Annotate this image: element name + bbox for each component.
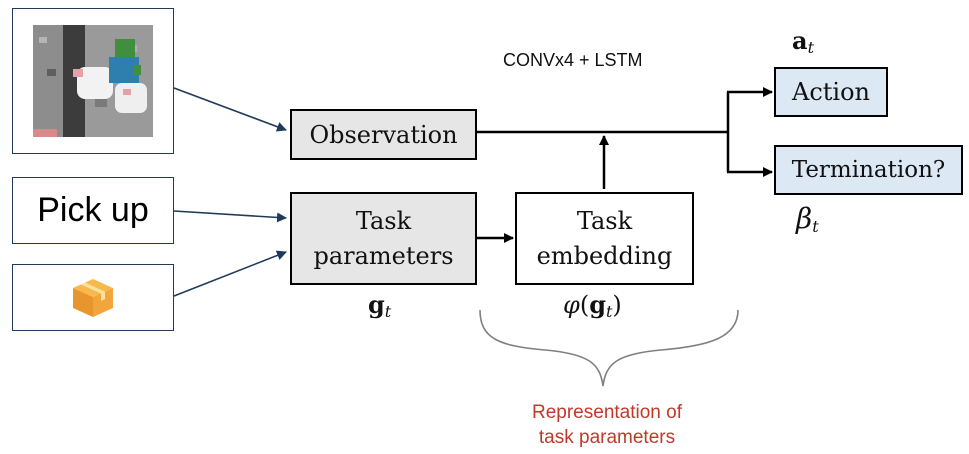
minecraft-scene-image <box>33 25 153 137</box>
action-node: Action <box>774 67 888 117</box>
embedding-func: φ <box>563 291 580 319</box>
termination-symbol-letter: β <box>796 202 813 235</box>
action-symbol-subscript: t <box>807 38 814 57</box>
termination-node: Termination? <box>774 145 963 195</box>
task-embedding-node: Task embedding <box>515 192 694 285</box>
embedding-symbol: φ(gt) <box>563 290 622 321</box>
network-label: CONVx4 + LSTM <box>503 50 643 70</box>
task-parameters-node: Task parameters <box>290 192 477 285</box>
text-input-label: Pick up <box>37 191 149 229</box>
embedding-open-paren: ( <box>579 291 590 319</box>
embedding-close-paren: ) <box>612 291 622 319</box>
task-embedding-label-line2: embedding <box>536 241 673 270</box>
box-icon <box>73 278 113 317</box>
curly-brace <box>479 309 739 387</box>
action-label: Action <box>792 78 870 106</box>
task-parameters-label-line2: parameters <box>313 241 454 270</box>
embedding-arg: g <box>589 290 606 319</box>
task-parameters-label-line1: Task <box>355 206 412 235</box>
observation-label: Observation <box>309 120 458 149</box>
text-input-box: Pick up <box>12 177 174 244</box>
termination-label: Termination? <box>791 157 946 183</box>
action-symbol-letter: a <box>792 26 808 55</box>
embedding-subscript: t <box>605 302 613 321</box>
termination-symbol-subscript: t <box>812 217 819 236</box>
action-symbol: at <box>792 26 814 57</box>
task-embedding-label-line1: Task <box>576 206 633 235</box>
params-symbol-letter: g <box>368 290 385 319</box>
observation-node: Observation <box>290 109 477 160</box>
params-symbol-subscript: t <box>384 302 392 321</box>
brace-caption-line1: Representation of <box>532 402 682 423</box>
observation-image-frame <box>12 8 174 154</box>
text-to-task-params-arrow <box>173 210 287 223</box>
termination-symbol: βt <box>796 202 819 236</box>
object-input-box <box>12 264 174 331</box>
brace-caption-line2: task parameters <box>538 426 676 448</box>
object-to-task-params-arrow <box>173 250 287 297</box>
brace-caption: Representation of task parameters <box>478 401 736 450</box>
params-symbol: gt <box>368 290 391 321</box>
image-to-observation-arrow <box>173 87 287 132</box>
